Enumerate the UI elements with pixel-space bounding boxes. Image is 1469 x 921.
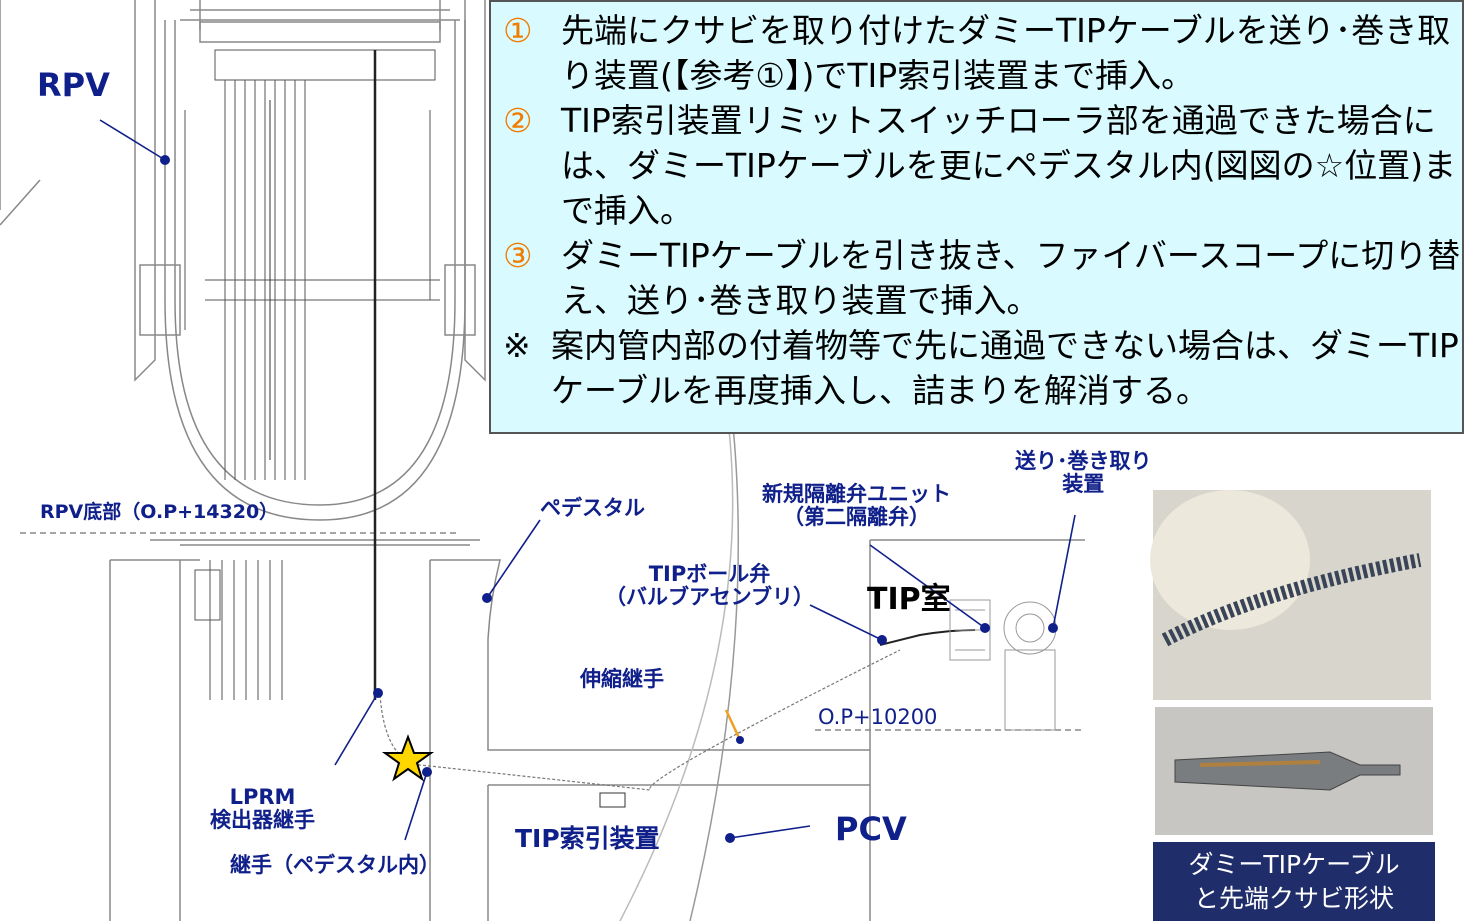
label-tip-ball-valve: TIPボール弁 （バルブアセンブリ）	[605, 562, 814, 610]
label-feed-device: 送り･巻き取り 装置	[1015, 449, 1152, 497]
procedure-box: ① 先端にクサビを取り付けたダミーTIPケーブルを送り･巻き取り装置(【参考①】…	[489, 0, 1464, 434]
label-pedestal: ペデスタル	[540, 496, 645, 520]
step-2-text: TIP索引装置リミットスイッチローラ部を通過できた場合には、ダミーTIPケーブル…	[561, 101, 1457, 230]
label-pcv: PCV	[835, 810, 907, 848]
step-3-number: ③	[503, 236, 533, 275]
label-tip-ball-valve-line2: （バルブアセンブリ）	[605, 585, 814, 610]
star-position-icon	[381, 734, 435, 782]
label-tip-ball-valve-line1: TIPボール弁	[648, 562, 771, 586]
photo-wedge-tip	[1155, 707, 1433, 835]
step-1-number: ①	[503, 11, 533, 50]
label-isolation-valve-line2: （第二隔離弁）	[783, 505, 930, 530]
step-2: ② TIP索引装置リミットスイッチローラ部を通過できた場合には、ダミーTIPケー…	[503, 98, 1462, 233]
note-text: 案内管内部の付着物等で先に通過できない場合は、ダミーTIPケーブルを再度挿入し、…	[551, 326, 1459, 410]
note-mark: ※	[503, 326, 531, 365]
label-feed-device-line1: 送り･巻き取り	[1015, 449, 1152, 473]
label-tip-room: TIP室	[867, 582, 951, 617]
note: ※ 案内管内部の付着物等で先に通過できない場合は、ダミーTIPケーブルを再度挿入…	[503, 323, 1462, 413]
label-lprm-line1: LPRM	[229, 785, 296, 809]
label-isolation-valve-line1: 新規隔離弁ユニット	[762, 482, 951, 506]
label-tip-index: TIP索引装置	[515, 824, 660, 853]
step-1: ① 先端にクサビを取り付けたダミーTIPケーブルを送り･巻き取り装置(【参考①】…	[503, 8, 1462, 98]
caption-line1: ダミーTIPケーブル	[1188, 850, 1400, 879]
caption-line2: と先端クサビ形状	[1193, 884, 1394, 913]
label-feed-device-line2: 装置	[1062, 472, 1105, 497]
label-lprm: LPRM 検出器継手	[210, 785, 315, 833]
photo-dummy-cable	[1150, 490, 1431, 700]
step-1-text: 先端にクサビを取り付けたダミーTIPケーブルを送り･巻き取り装置(【参考①】)で…	[561, 11, 1451, 95]
label-lprm-line2: 検出器継手	[210, 808, 315, 833]
photo-caption: ダミーTIPケーブル と先端クサビ形状	[1153, 842, 1435, 921]
step-2-number: ②	[503, 101, 533, 140]
label-expansion-joint: 伸縮継手	[580, 667, 664, 691]
label-rpv-bottom: RPV底部（O.P+14320）	[40, 501, 279, 523]
label-joint-pedestal: 継手（ペデスタル内）	[230, 853, 440, 877]
label-op-level: O.P+10200	[818, 705, 938, 729]
label-isolation-valve: 新規隔離弁ユニット （第二隔離弁）	[762, 482, 951, 530]
step-3: ③ ダミーTIPケーブルを引き抜き、ファイバースコープに切り替え、送り･巻き取り…	[503, 233, 1462, 323]
step-3-text: ダミーTIPケーブルを引き抜き、ファイバースコープに切り替え、送り･巻き取り装置…	[561, 236, 1461, 320]
label-rpv: RPV	[37, 66, 110, 104]
